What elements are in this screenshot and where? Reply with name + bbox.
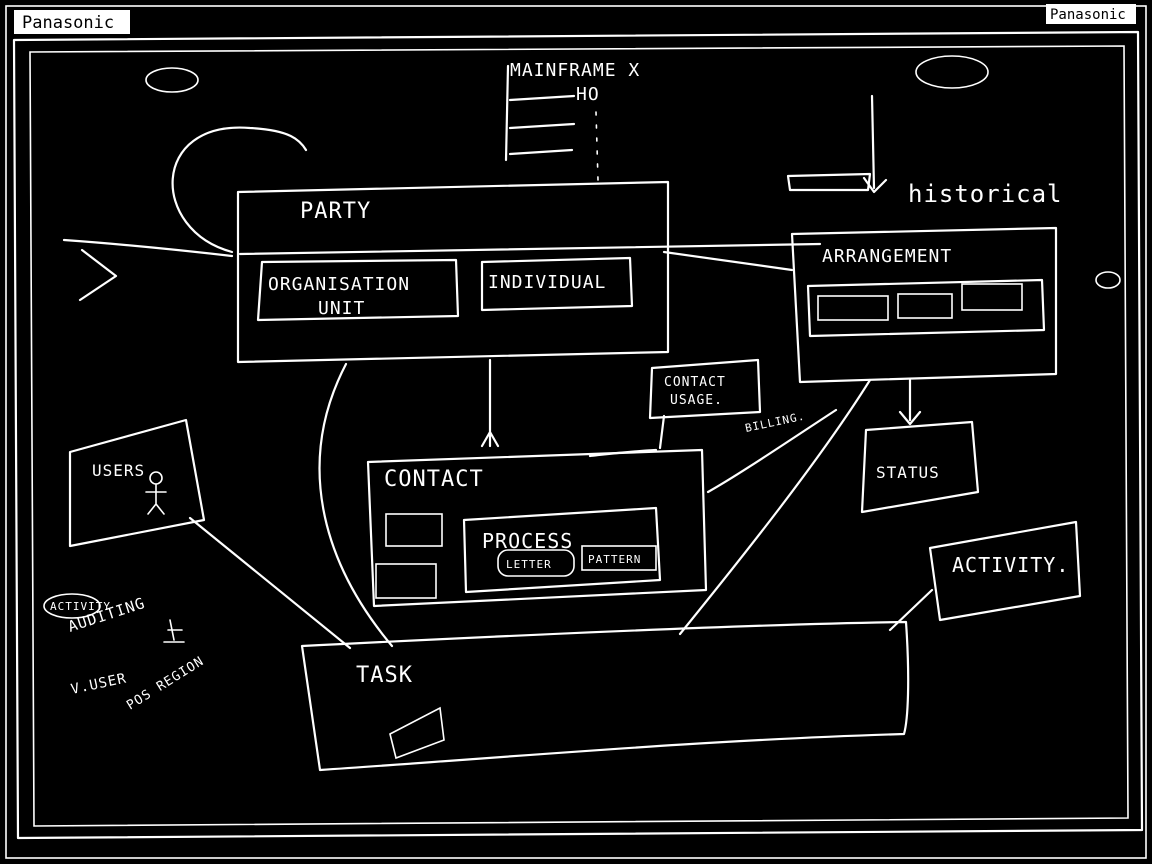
board-magnet-right xyxy=(915,55,989,89)
process-box: PROCESS LETTER PATTERN xyxy=(462,506,662,594)
svg-text:PATTERN: PATTERN xyxy=(588,553,641,566)
svg-text:LETTER: LETTER xyxy=(506,558,552,571)
individual-box: INDIVIDUAL xyxy=(480,256,634,312)
svg-text:PROCESS: PROCESS xyxy=(482,529,573,553)
contact-box: CONTACT xyxy=(366,448,708,608)
svg-text:ACTIVITY: ACTIVITY xyxy=(50,600,111,613)
brand-label-right: Panasonic xyxy=(1046,4,1136,24)
users-box: USERS xyxy=(68,418,206,548)
svg-text:HO: HO xyxy=(576,84,600,105)
svg-text:Panasonic: Panasonic xyxy=(1050,7,1126,23)
svg-text:USERS: USERS xyxy=(92,461,145,480)
party-box: PARTY xyxy=(236,180,670,364)
svg-text:ARRANGEMENT: ARRANGEMENT xyxy=(822,246,952,267)
side-notes: ACTIVITY AUDITING V.USER POS REGION xyxy=(43,593,207,714)
svg-text:USAGE.: USAGE. xyxy=(670,393,723,408)
arrangement-box: ARRANGEMENT xyxy=(790,226,1058,384)
svg-text:MAINFRAME X: MAINFRAME X xyxy=(510,60,640,81)
status-box: STATUS xyxy=(860,378,980,514)
svg-text:CONTACT: CONTACT xyxy=(384,467,484,492)
party-self-arc xyxy=(171,126,308,254)
activity-box: ACTIVITY. xyxy=(928,520,1082,622)
svg-text:CONTACT: CONTACT xyxy=(664,375,726,390)
board-magnet-left xyxy=(145,67,199,93)
svg-text:V.USER: V.USER xyxy=(70,670,129,697)
party-contact-link xyxy=(480,358,500,448)
svg-text:ACTIVITY.: ACTIVITY. xyxy=(952,553,1069,577)
svg-text:historical: historical xyxy=(908,180,1063,208)
party-arrangement-link xyxy=(238,242,822,272)
board-magnet-side xyxy=(1095,271,1121,289)
party-left-connector xyxy=(62,238,234,302)
svg-text:ORGANISATION: ORGANISATION xyxy=(268,274,410,295)
svg-text:TASK: TASK xyxy=(356,663,413,688)
svg-text:PARTY: PARTY xyxy=(300,199,371,224)
svg-text:Panasonic: Panasonic xyxy=(22,13,114,33)
svg-text:INDIVIDUAL: INDIVIDUAL xyxy=(488,272,606,293)
contact-usage-box: CONTACT USAGE. xyxy=(648,358,762,450)
svg-text:UNIT: UNIT xyxy=(318,298,365,319)
historical-label: historical xyxy=(786,94,1063,208)
svg-text:POS REGION: POS REGION xyxy=(124,654,207,714)
svg-text:STATUS: STATUS xyxy=(876,463,940,482)
task-box: TASK xyxy=(300,620,910,772)
mainframe-label: MAINFRAME X HO xyxy=(504,60,640,181)
organisation-unit-box: ORGANISATION UNIT xyxy=(256,258,460,322)
connectors xyxy=(188,362,934,650)
board-frame xyxy=(5,5,1147,859)
brand-label-left: Panasonic xyxy=(14,10,130,34)
